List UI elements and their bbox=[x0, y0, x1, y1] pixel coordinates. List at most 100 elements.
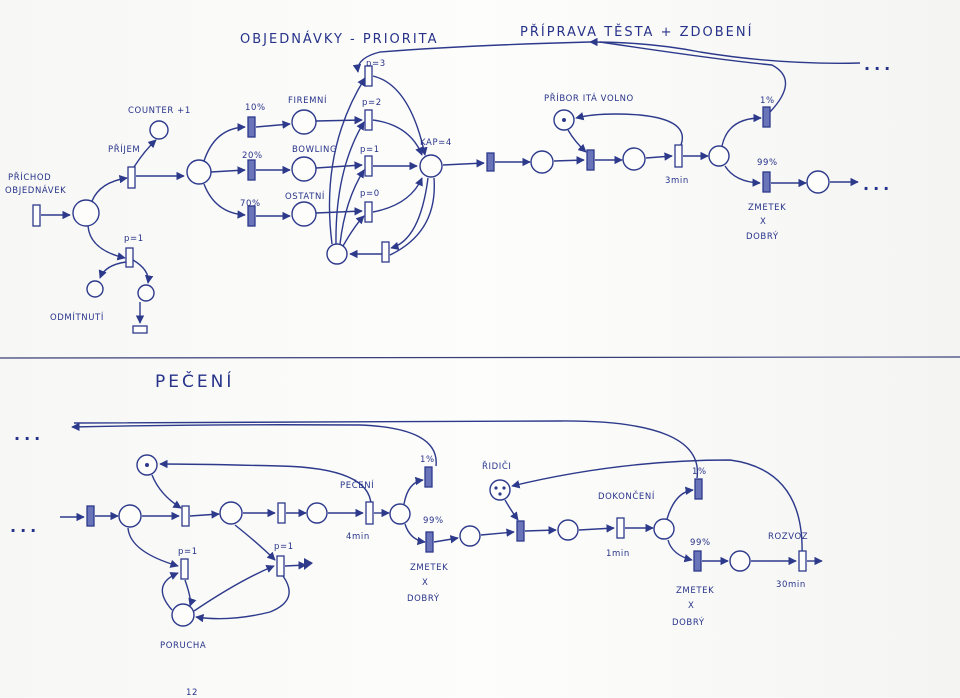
transition-20pct bbox=[247, 159, 256, 181]
label-1min: 1min bbox=[606, 549, 630, 559]
place-porucha bbox=[171, 603, 195, 627]
transition-30min bbox=[798, 550, 807, 572]
place-accepted bbox=[137, 284, 155, 302]
label-p0: p=0 bbox=[360, 189, 380, 199]
place-counter bbox=[149, 120, 169, 140]
label-counter: COUNTER +1 bbox=[128, 106, 191, 116]
label-p1-reject: p=1 bbox=[124, 234, 144, 244]
label-zmetek-top: ZMETEK bbox=[748, 203, 786, 213]
place-order bbox=[186, 159, 212, 185]
place-oven-1 bbox=[118, 504, 142, 528]
label-objednavek: OBJEDNÁVEK bbox=[5, 184, 66, 196]
label-20pct: 20% bbox=[242, 151, 263, 161]
transition-10pct bbox=[247, 116, 256, 138]
label-dobry-top: DOBRÝ bbox=[746, 230, 779, 242]
label-ostatni: OSTATNÍ bbox=[285, 190, 325, 202]
section-divider bbox=[0, 356, 960, 359]
label-p1-porucha-b: p=1 bbox=[274, 542, 294, 552]
place-after-3min bbox=[708, 145, 730, 167]
transition-1pct-top bbox=[762, 106, 771, 128]
label-prichod: PŘÍCHOD bbox=[8, 171, 51, 183]
label-99pct-b1: 99% bbox=[423, 516, 444, 526]
label-porucha: PORUCHA bbox=[160, 641, 206, 651]
label-bowling: BOWLING bbox=[292, 145, 337, 155]
token-oven bbox=[145, 463, 149, 467]
transition-porucha-a bbox=[180, 558, 189, 580]
title-objednavky: OBJEDNÁVKY - PRIORITA bbox=[240, 31, 438, 47]
transition-4min bbox=[365, 501, 374, 525]
transition-release bbox=[381, 241, 390, 263]
label-x-top: X bbox=[760, 217, 766, 227]
label-99pct-b2: 99% bbox=[690, 538, 711, 548]
transition-chain-2 bbox=[586, 149, 595, 171]
ellipsis-top-right: ... bbox=[864, 55, 894, 74]
place-finished bbox=[653, 518, 675, 540]
label-30min: 30min bbox=[776, 580, 806, 590]
place-ostatni bbox=[291, 201, 317, 227]
place-dough-ready bbox=[806, 170, 830, 194]
transition-1min bbox=[616, 517, 625, 539]
ellipsis-bottom-left2: ... bbox=[10, 517, 40, 536]
label-p1-porucha-a: p=1 bbox=[178, 547, 198, 557]
label-dobry-b2: DOBRÝ bbox=[672, 616, 705, 628]
label-3min: 3min bbox=[665, 176, 689, 186]
label-kap: KAP=4 bbox=[420, 138, 452, 148]
place-delivery-1 bbox=[557, 519, 579, 541]
place-odmitnuti bbox=[86, 280, 104, 298]
transition-p3 bbox=[364, 65, 373, 87]
place-good-1 bbox=[459, 525, 481, 547]
transition-oven-3 bbox=[277, 502, 286, 524]
transition-prijem bbox=[127, 166, 136, 189]
transition-chain-1 bbox=[486, 152, 495, 172]
transition-oven-2 bbox=[181, 505, 190, 527]
place-oven-2 bbox=[219, 501, 243, 525]
place-arrival bbox=[72, 199, 100, 227]
place-ready-delivery bbox=[729, 550, 751, 572]
transition-porucha-b bbox=[276, 555, 285, 577]
place-firemni bbox=[291, 109, 317, 135]
label-4min: 4min bbox=[346, 532, 370, 542]
title-peceni: PEČENÍ bbox=[155, 370, 234, 392]
transition-1pct-b2 bbox=[694, 478, 703, 500]
transition-p2 bbox=[364, 109, 373, 131]
label-peceni-small: PEČENÍ bbox=[340, 479, 374, 491]
label-firemni: FIREMNÍ bbox=[288, 94, 327, 106]
title-priprava: PŘÍPRAVA TĚSTA + ZDOBENÍ bbox=[520, 24, 753, 40]
ellipsis-mid-right: ... bbox=[863, 175, 893, 194]
transition-driver bbox=[516, 520, 525, 542]
label-rozvoz: ROZVOZ bbox=[768, 532, 808, 542]
transition-oven-in bbox=[86, 505, 95, 527]
token-pribor bbox=[562, 118, 566, 122]
place-baked bbox=[389, 503, 411, 525]
label-70pct: 70% bbox=[240, 199, 261, 209]
label-10pct: 10% bbox=[245, 103, 266, 113]
transition-99pct-top bbox=[762, 171, 771, 193]
transition-99pct-b2 bbox=[693, 550, 702, 572]
place-kap bbox=[419, 154, 443, 178]
label-1pct-top: 1% bbox=[760, 96, 775, 106]
page-number: 12 bbox=[186, 688, 198, 698]
label-pribor: PŘÍBOR ITÁ VOLNO bbox=[544, 92, 634, 104]
transition-1pct-b1 bbox=[424, 466, 433, 488]
label-dokonceni: DOKONČENÍ bbox=[598, 490, 655, 502]
place-bowling bbox=[291, 156, 317, 182]
label-p3: p=3 bbox=[366, 59, 386, 69]
label-dobry-b1: DOBRÝ bbox=[407, 592, 440, 604]
label-x-b2: X bbox=[688, 601, 694, 611]
place-chain-1 bbox=[530, 150, 554, 174]
label-ridici: ŘIDIČI bbox=[482, 460, 512, 472]
place-oven-3 bbox=[306, 502, 328, 524]
place-priority-control bbox=[326, 243, 348, 265]
label-1pct-b2: 1% bbox=[692, 467, 707, 477]
transition-70pct bbox=[247, 205, 256, 227]
label-x-b1: X bbox=[422, 578, 428, 588]
transition-arrival bbox=[32, 204, 41, 227]
place-ridici bbox=[489, 479, 511, 501]
ellipsis-bottom-left: ... bbox=[14, 425, 44, 444]
label-99pct-top: 99% bbox=[757, 158, 778, 168]
arrowhead-porucha bbox=[304, 558, 313, 570]
transition-reject bbox=[125, 247, 134, 268]
label-1pct-b1: 1% bbox=[420, 455, 435, 465]
